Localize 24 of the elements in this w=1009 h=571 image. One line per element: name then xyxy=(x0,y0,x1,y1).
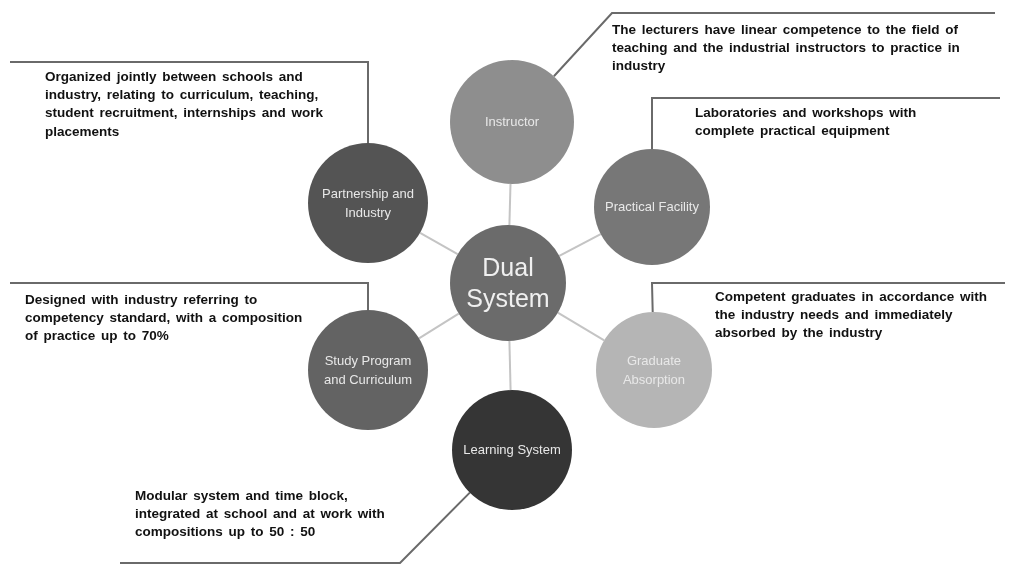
connector-line xyxy=(419,231,459,256)
leader-line xyxy=(9,61,369,144)
connector-line xyxy=(508,340,512,391)
node-label: Study Program and Curriculum xyxy=(322,351,414,389)
connector-line xyxy=(508,183,512,226)
node-label: Dual System xyxy=(465,251,551,314)
connector-line xyxy=(556,311,606,342)
callout-text: Modular system and time block, integrated at school and at work with compositions up to 50 : 50 xyxy=(135,487,386,542)
leader-line xyxy=(9,282,369,311)
leader-line xyxy=(119,491,471,564)
node-label: Practical Facility xyxy=(605,198,699,217)
node-label: Partnership and Industry xyxy=(321,184,415,222)
callout-text: Laboratories and workshops with complete practical equipment xyxy=(695,104,918,141)
leader-line xyxy=(552,12,996,78)
callout-text: The lecturers have linear competence to the field of teaching and the industrial instructors to practice in industry xyxy=(612,21,961,76)
callout-text: Competent graduates in accordance with the industry needs and immediately absorbed by the industry xyxy=(715,288,989,343)
connector-line xyxy=(558,233,602,257)
leader-line xyxy=(650,282,1006,313)
node-label: Instructor xyxy=(484,113,540,132)
leader-line xyxy=(651,97,691,150)
connector-line xyxy=(418,312,460,340)
callout-text: Organized jointly between schools and industry, relating to curriculum, teaching, student recruitment, internships and work placements xyxy=(45,68,325,141)
node-label: Learning System xyxy=(463,441,561,460)
callout-text: Designed with industry referring to competency standard, with a composition of practice up to 70% xyxy=(25,291,304,346)
